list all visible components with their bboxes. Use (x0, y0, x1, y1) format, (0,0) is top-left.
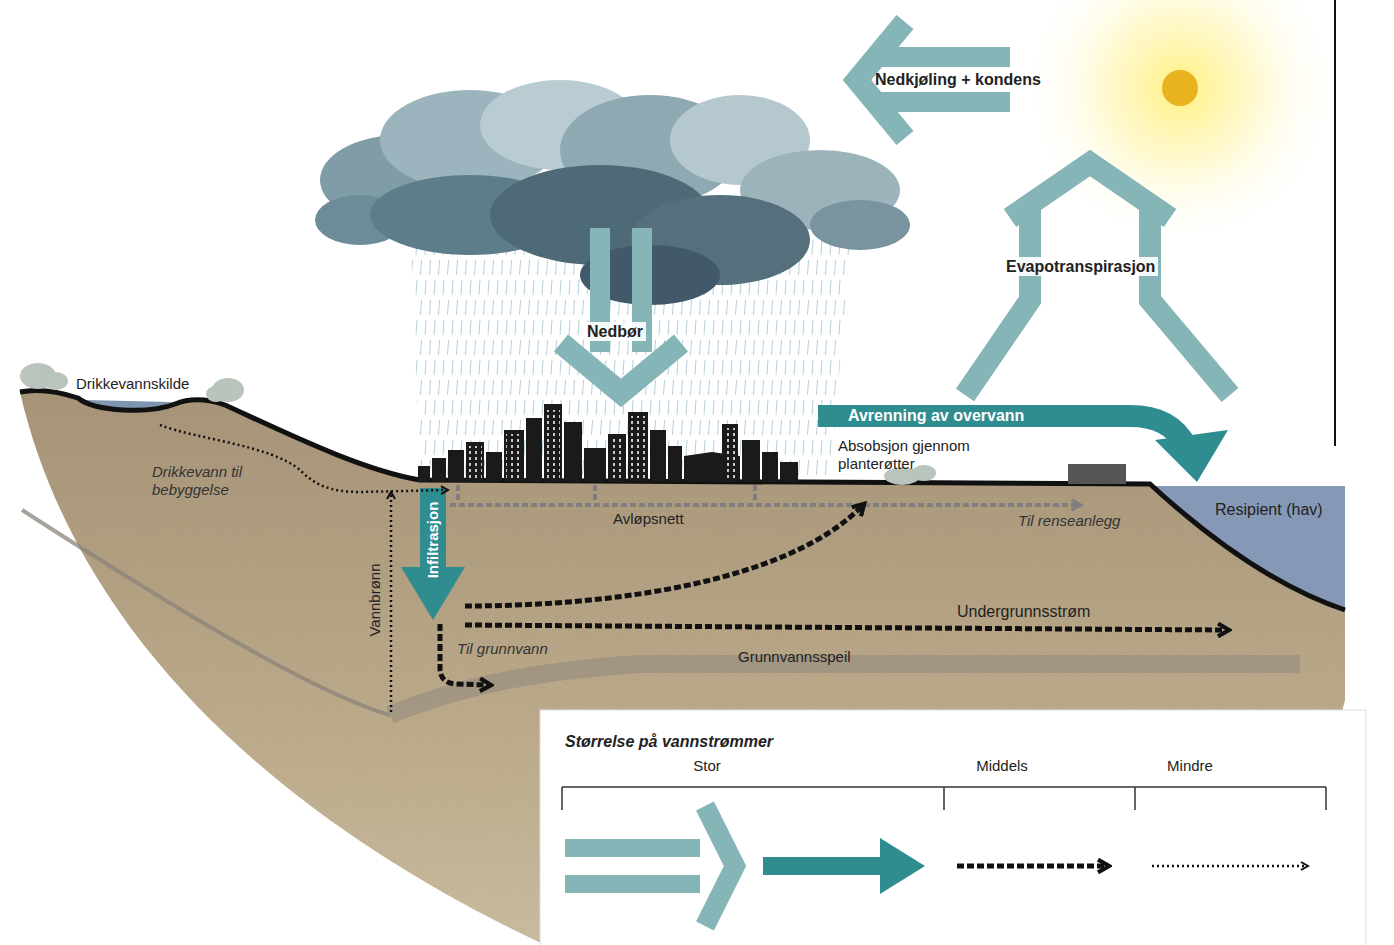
flow-label: Nedbør (584, 322, 646, 341)
flow-label: Avrenning av overvann (848, 406, 1024, 425)
city-windows (468, 410, 736, 478)
flow-label: Drikkevannskilde (76, 375, 189, 393)
flow-label: Avløpsnett (613, 510, 684, 528)
city-skyline (418, 404, 798, 482)
sea (1150, 486, 1345, 612)
large-flow-arrows (561, 22, 1230, 395)
flow-label: Vannbrønn (366, 563, 384, 636)
frame-line (1334, 0, 1336, 446)
legend-title: Størrelse på vannstrømmer (565, 732, 773, 751)
sewer-network (450, 485, 1078, 505)
legend-text: Middels (976, 757, 1028, 775)
medium-flow-arrows (401, 416, 1228, 620)
treatment-plant (1068, 464, 1126, 484)
subsurface-flows (440, 506, 1226, 685)
flow-label: Til grunnvann (457, 640, 548, 658)
flow-label: Undergrunnsstrøm (957, 602, 1090, 621)
sun (1020, 0, 1340, 248)
flow-label: Nedkjøling + kondens (875, 70, 1041, 89)
flow-label: Til renseanlegg (1018, 512, 1120, 530)
legend-box: Størrelse på vannstrømmerStor Middels Mind… (540, 710, 1366, 945)
flow-label: Drikkevann til bebyggelse (152, 463, 270, 499)
aquifer-line (22, 510, 390, 715)
flow-label: Evapotranspirasjon (1003, 257, 1158, 276)
groundwater-table (390, 664, 1300, 715)
flow-label: Resipient (hav) (1215, 500, 1323, 519)
flow-label: Absobsjon gjennom planterøtter (838, 437, 1013, 473)
legend-text: Stor (693, 757, 721, 775)
flow-label: Grunnvannsspeil (738, 648, 851, 666)
legend-text: Mindre (1167, 757, 1213, 775)
flow-label: Infiltrasjon (424, 502, 442, 579)
cloud (315, 80, 910, 305)
legend-panel (540, 710, 1366, 945)
